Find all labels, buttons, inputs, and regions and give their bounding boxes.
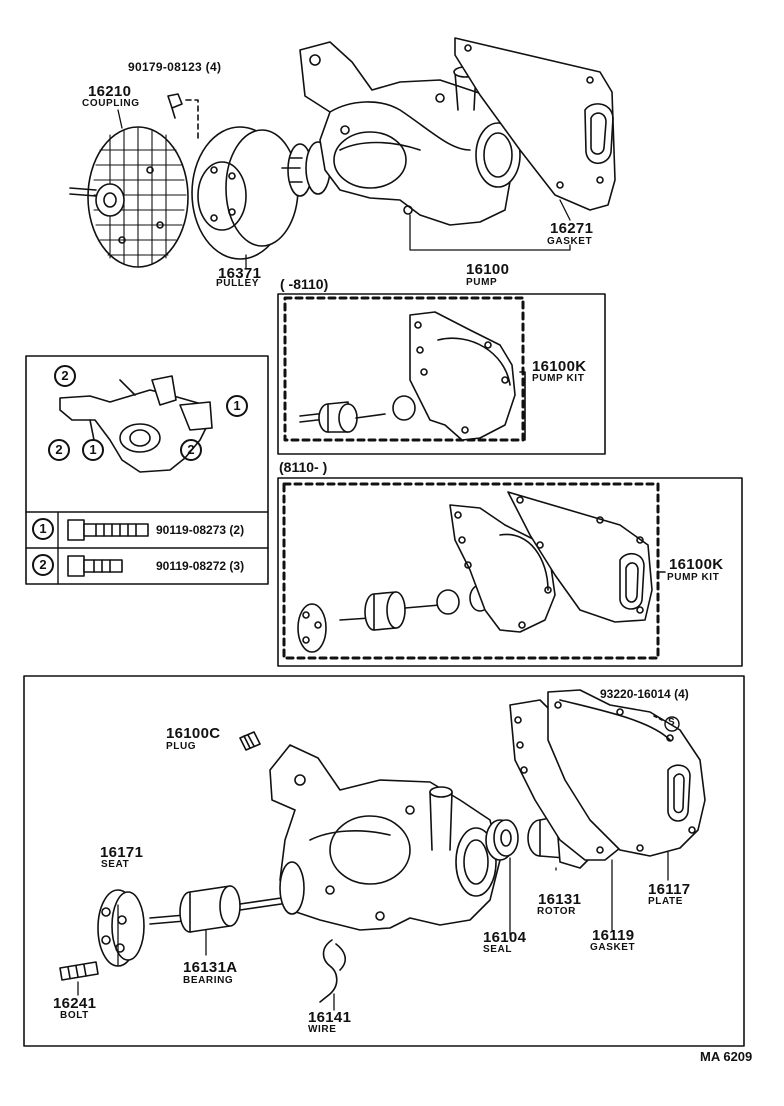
stud-93220-number: 93220-16014 (4) <box>600 687 689 701</box>
pump-body-lower-drawing <box>269 744 501 931</box>
bolt-table-key-2: 2 <box>32 554 54 576</box>
bolt-table-part-1: 90119-08273 (2) <box>156 523 245 537</box>
pump-kit-b-dashed-group <box>282 482 660 660</box>
pulley-number: 16371 <box>218 265 262 282</box>
inset-callout-2-top: 2 <box>54 365 76 387</box>
pump-kit-a-drawing <box>299 311 526 441</box>
pump-kit-b-range: (8110- ) <box>279 459 328 475</box>
bearing-name: BEARING <box>183 975 234 986</box>
pump-kit-a-range: ( -8110) <box>280 276 329 292</box>
seat-name: SEAT <box>101 859 130 870</box>
plug-drawing <box>239 731 261 751</box>
lower-bolt-drawing <box>59 961 99 981</box>
bolt-table-part-2: 90119-08272 (3) <box>156 559 245 573</box>
pulley-drawing <box>191 126 299 260</box>
lower-leader-lines <box>77 851 669 1011</box>
inset-callout-1-right: 1 <box>226 395 248 417</box>
pump-number: 16100 <box>466 261 510 278</box>
gasket-top-number: 16271 <box>550 220 594 237</box>
bolt-bottom-number: 16241 <box>53 995 97 1012</box>
plug-name: PLUG <box>166 741 197 752</box>
stud-93220-symbol: S <box>668 717 675 728</box>
lower-assembly-frame <box>23 675 745 1047</box>
fan-coupling-drawing <box>69 126 189 268</box>
seal-number: 16104 <box>483 929 527 946</box>
pump-kit-b-number: 16100K <box>669 556 724 573</box>
pump-kit-b-drawing <box>297 491 666 653</box>
inset-callout-1-left: 1 <box>82 439 104 461</box>
wire-clip-drawing <box>319 939 347 1003</box>
seal-drawing <box>485 819 519 861</box>
coupling-bolt-drawing <box>167 93 199 141</box>
inset-callout-2-left: 2 <box>48 439 70 461</box>
bearing-drawing <box>149 885 296 933</box>
pulley-name: PULLEY <box>216 278 260 289</box>
plate-number: 16117 <box>648 881 691 898</box>
pump-kit-a-frame <box>277 293 606 455</box>
coupling-number: 16210 <box>88 83 132 100</box>
bearing-number: 16131A <box>183 959 238 976</box>
pump-kit-b-name: PUMP KIT <box>667 572 720 583</box>
bolt-bottom-name: BOLT <box>60 1010 89 1021</box>
pump-kit-a-dashed-group <box>283 296 525 442</box>
gasket-bottom-number: 16119 <box>592 927 635 944</box>
top-leader-lines <box>117 109 571 269</box>
inset-pump-outline <box>59 375 213 473</box>
pump-kit-b-frame <box>277 477 743 667</box>
plate-name: PLATE <box>648 896 684 907</box>
rotor-name: ROTOR <box>537 906 576 917</box>
plate-drawing <box>547 689 706 857</box>
coupling-name: COUPLING <box>82 98 140 109</box>
gasket-top-drawing <box>454 37 616 211</box>
seal-name: SEAL <box>483 944 513 955</box>
seat-drawing <box>97 889 145 967</box>
bolt-inset-frame <box>25 355 269 585</box>
stud-symbol-drawing <box>653 715 680 732</box>
wire-number: 16141 <box>308 1009 352 1026</box>
gasket-top-name: GASKET <box>547 236 593 247</box>
pump-kit-a-name: PUMP KIT <box>532 373 585 384</box>
pump-kit-a-number: 16100K <box>532 358 587 375</box>
bolt-long-drawing <box>67 519 149 541</box>
bolt-table-key-1: 1 <box>32 518 54 540</box>
wire-name: WIRE <box>308 1024 337 1035</box>
bolt-table-grid <box>25 511 269 585</box>
diagram-code: MA 6209 <box>700 1049 753 1064</box>
pump-body-top-drawing <box>299 41 521 226</box>
seat-number: 16171 <box>100 844 144 861</box>
plug-number: 16100C <box>166 725 221 742</box>
bolt-90179-number: 90179-08123 (4) <box>128 60 222 74</box>
rotor-number: 16131 <box>538 891 582 908</box>
pump-name: PUMP <box>466 277 498 288</box>
bolt-short-drawing <box>67 555 123 577</box>
gasket-bottom-name: GASKET <box>590 942 636 953</box>
inset-callout-2-right: 2 <box>180 439 202 461</box>
